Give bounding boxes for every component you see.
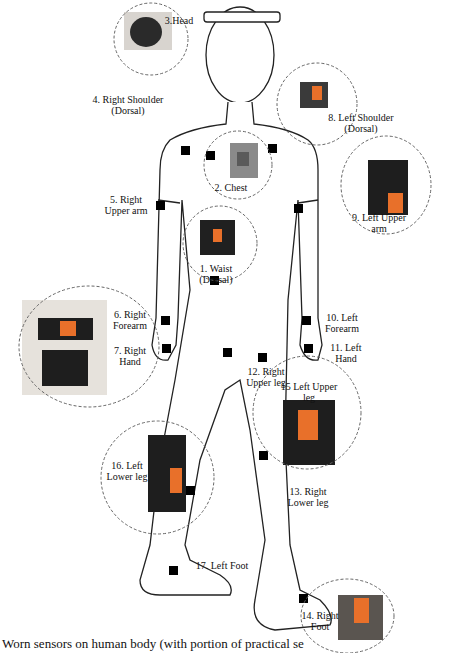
- sensor-marker: [302, 316, 311, 325]
- sensor-label: 10. Left Forearm: [318, 312, 366, 334]
- dashed-circle: [114, 3, 188, 75]
- photo-sensor: [237, 152, 249, 166]
- sensor-label: 17. Left Foot: [192, 560, 252, 571]
- sensor-marker: [206, 151, 215, 160]
- photo-sensor: [213, 229, 222, 242]
- sensor-label: 4. Right Shoulder (Dorsal): [88, 94, 168, 116]
- photo-waist: [200, 220, 235, 255]
- sensor-marker: [186, 486, 195, 495]
- dashed-circle: [301, 579, 394, 653]
- photo-foot: [338, 595, 383, 640]
- sensor-marker: [156, 201, 165, 210]
- photo-head-hair: [130, 17, 162, 47]
- body-outline: [140, 7, 331, 630]
- photo-sensor: [312, 86, 322, 100]
- photo-sensor: [388, 193, 403, 213]
- sensor-label: 6. Right Forearm: [108, 309, 152, 331]
- sensor-marker: [162, 344, 171, 353]
- photo-sensor: [354, 598, 369, 623]
- sensor-label: 14. Right Foot: [300, 610, 340, 632]
- sensor-marker: [223, 348, 232, 357]
- torso-limbs-outline: [140, 102, 331, 630]
- photo-chest: [230, 143, 258, 178]
- photo-forearm: [22, 300, 107, 395]
- sensor-label: 3.Head: [163, 15, 195, 26]
- photo-sensor: [60, 321, 76, 336]
- photo-upper-leg: [283, 400, 335, 465]
- sensor-callout-circle: 14. Right Foot: [300, 578, 395, 653]
- sensor-label: 7. Right Hand: [108, 345, 152, 367]
- photo-glove: [42, 350, 88, 386]
- photo-upper-arm: [368, 160, 408, 215]
- figure-caption: Worn sensors on human body (with portion…: [2, 636, 304, 651]
- sensor-marker: [259, 451, 268, 460]
- sensor-label: 5. Right Upper arm: [100, 194, 152, 216]
- sensor-label: 11. Left Hand: [324, 342, 368, 364]
- sensor-marker: [294, 204, 303, 213]
- head-band: [204, 12, 280, 22]
- dashed-circle: [204, 131, 272, 199]
- sensor-label: 13. Right Lower leg: [282, 486, 334, 508]
- sensor-marker: [268, 144, 277, 153]
- photo-sensor: [170, 468, 182, 493]
- sensor-label: 15 Left Upper leg: [276, 381, 342, 403]
- callout-outline: [113, 2, 189, 76]
- dashed-circle: [341, 136, 431, 234]
- sensor-markers: [156, 144, 313, 603]
- sensor-photos: [22, 12, 408, 640]
- sensor-callout-circle: 8. Left Shoulder (Dorsal): [276, 62, 358, 146]
- photo-wristband: [38, 318, 93, 340]
- sensor-callout-circle: 9. Left Upper arm: [340, 135, 432, 235]
- sensor-callout-circle: 16. Left Lower leg: [100, 420, 215, 535]
- sensor-callout-circle: 1. Waist (Dorsal): [182, 205, 258, 282]
- sensor-marker: [181, 146, 190, 155]
- sensor-callout-circle: 3.Head: [113, 2, 189, 76]
- sensor-callout-circle: 6. Right Forearm 7. Right Hand: [18, 285, 160, 408]
- photo-shoulder: [300, 82, 328, 108]
- sensor-label: 16. Left Lower leg: [104, 460, 150, 482]
- sensor-label: 9. Left Upper arm: [348, 212, 410, 234]
- sensor-label: 2. Chest: [211, 182, 251, 193]
- photo-lower-leg: [148, 435, 186, 512]
- sensor-label: 8. Left Shoulder (Dorsal): [326, 112, 396, 134]
- sensor-marker: [169, 566, 178, 575]
- dashed-circle: [101, 421, 214, 534]
- sensor-marker: [161, 316, 170, 325]
- sensor-callout-circle: 2. Chest: [203, 130, 273, 200]
- sensor-label: 1. Waist (Dorsal): [192, 263, 240, 285]
- sensor-marker: [304, 344, 313, 353]
- sleeve-line: [298, 200, 318, 203]
- dashed-circle: [19, 286, 159, 407]
- sensor-label: 12. Right Upper leg: [240, 366, 292, 388]
- sensor-marker: [258, 353, 267, 362]
- photo-sensor: [298, 410, 318, 440]
